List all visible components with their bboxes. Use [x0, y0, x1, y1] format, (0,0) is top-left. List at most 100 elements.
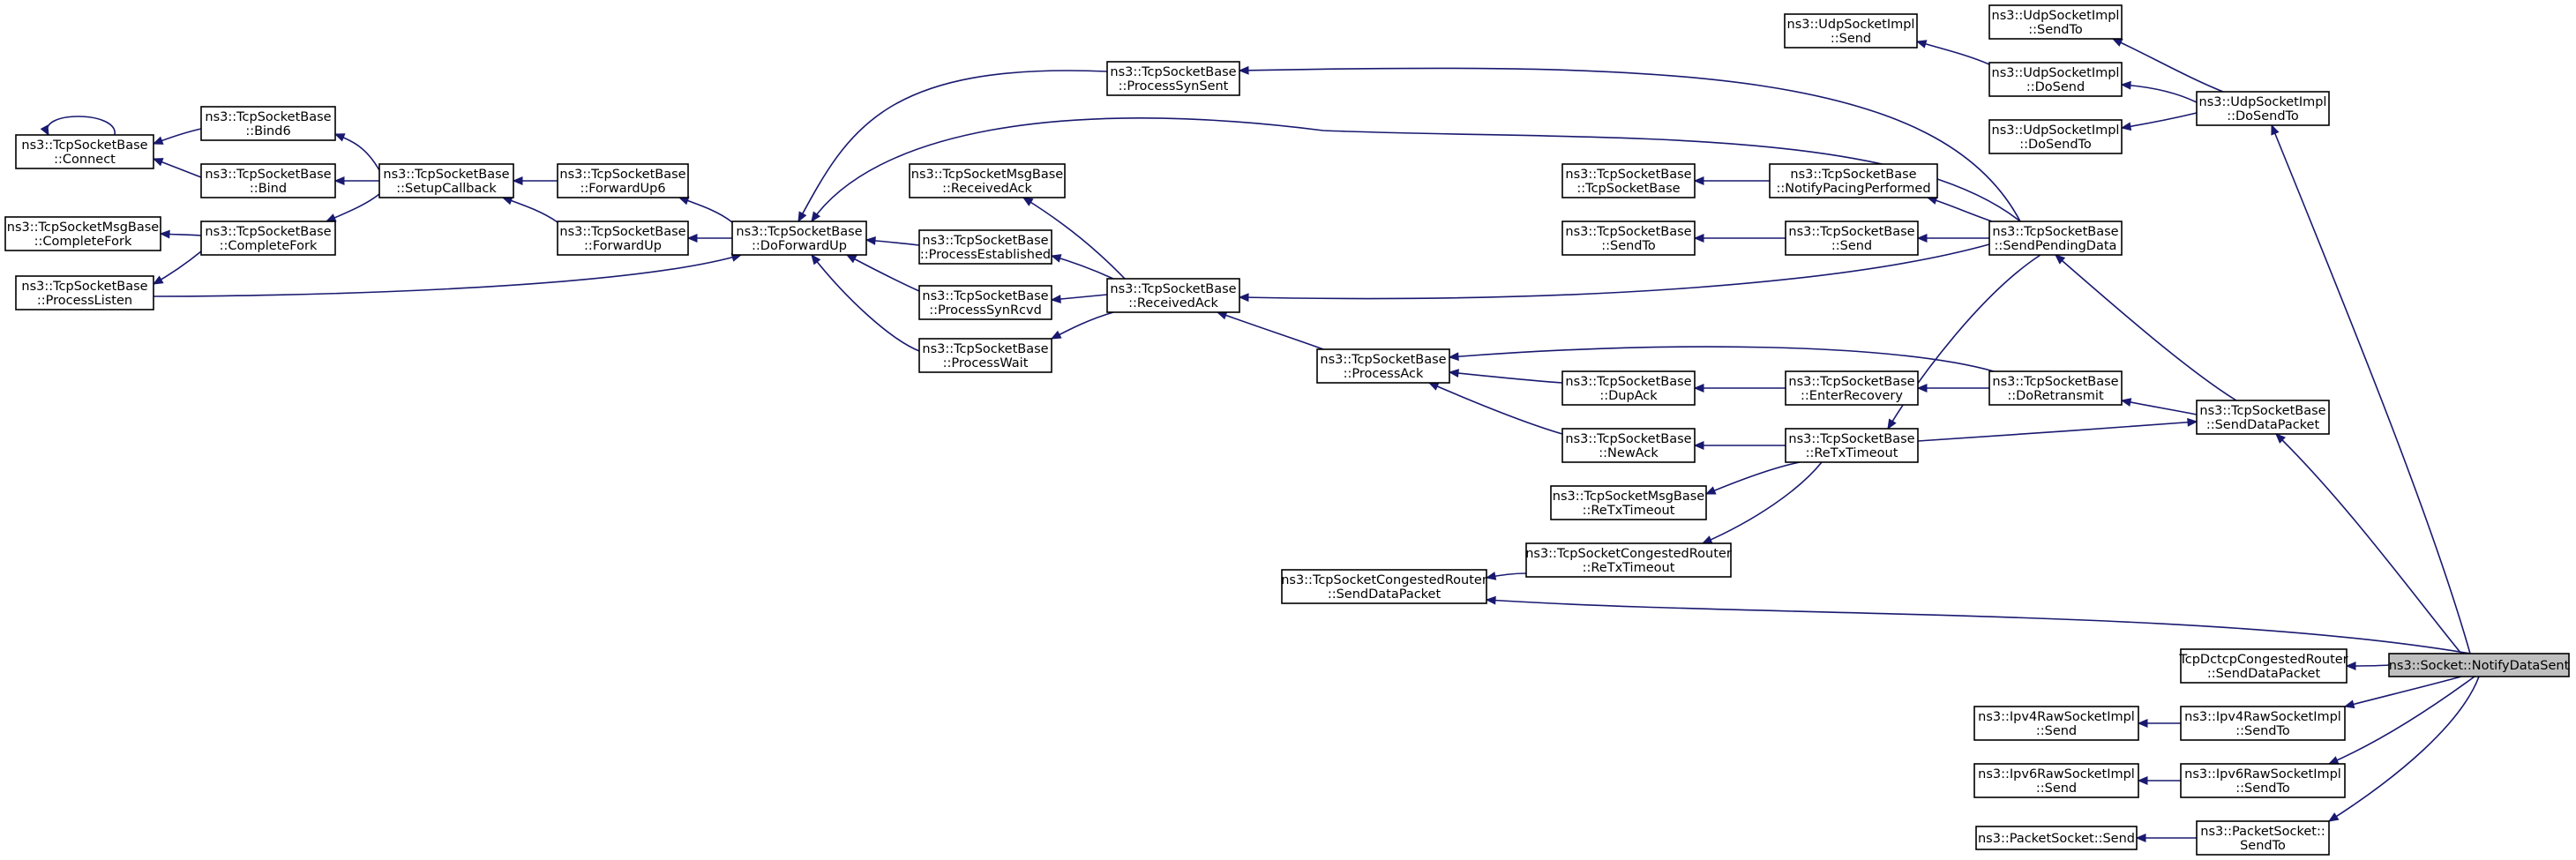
node-pending[interactable]: ns3::TcpSocketBase::SendPendingData — [1988, 221, 2123, 256]
node-box[interactable] — [2196, 400, 2330, 435]
node-box[interactable] — [557, 163, 689, 198]
node-ipv4sendto[interactable]: ns3::Ipv4RawSocketImpl::SendTo — [2180, 706, 2346, 741]
arrowhead — [2345, 662, 2356, 670]
node-box[interactable] — [1988, 62, 2123, 97]
node-tcpsend[interactable]: ns3::TcpSocketBase::Send — [1785, 221, 1919, 256]
node-udpdosendto[interactable]: ns3::UdpSocketImpl::DoSendTo — [2196, 91, 2330, 126]
node-dupack[interactable]: ns3::TcpSocketBase::DupAck — [1561, 370, 1696, 406]
node-rto[interactable]: ns3::TcpSocketBase::ReTxTimeout — [1785, 428, 1919, 463]
node-notify[interactable]: ns3::Socket::NotifyDataSent — [2388, 653, 2570, 677]
node-fwd6[interactable]: ns3::TcpSocketBase::ForwardUp6 — [557, 163, 689, 198]
node-label-line: ::ProcessSynSent — [1119, 79, 1229, 93]
edge-line — [2271, 124, 2471, 654]
node-dctcp[interactable]: TcpDctcpCongestedRouter::SendDataPacket — [2178, 648, 2348, 684]
node-box[interactable] — [2180, 763, 2346, 798]
node-box[interactable] — [2388, 653, 2570, 677]
node-box[interactable] — [4, 216, 161, 251]
node-box[interactable] — [1975, 826, 2138, 850]
node-msgrto[interactable]: ns3::TcpSocketMsgBase::ReTxTimeout — [1550, 485, 1707, 520]
node-recvack[interactable]: ns3::TcpSocketBase::ReceivedAck — [1106, 278, 1240, 313]
node-udpdosend[interactable]: ns3::UdpSocketImpl::DoSend — [1988, 62, 2123, 97]
node-box[interactable] — [1988, 4, 2123, 40]
arrowhead — [1448, 369, 1459, 378]
node-completefork[interactable]: ns3::TcpSocketBase::CompleteFork — [200, 221, 336, 256]
node-processack[interactable]: ns3::TcpSocketBase::ProcessAck — [1316, 348, 1450, 384]
node-ipv6sendto[interactable]: ns3::Ipv6RawSocketImpl::SendTo — [2180, 763, 2346, 798]
node-label-line: ns3::Ipv4RawSocketImpl — [1978, 710, 2135, 724]
node-newack[interactable]: ns3::TcpSocketBase::NewAck — [1561, 428, 1696, 463]
node-label-line: ::DoRetransmit — [2007, 389, 2104, 403]
node-wait[interactable]: ns3::TcpSocketBase::ProcessWait — [918, 338, 1052, 373]
node-bind6[interactable]: ns3::TcpSocketBase::Bind6 — [200, 106, 336, 141]
node-udpsend[interactable]: ns3::UdpSocketImpl::Send — [1784, 13, 1918, 49]
node-box[interactable] — [1988, 119, 2123, 154]
edge-line — [1486, 599, 2471, 654]
node-box[interactable] — [378, 163, 514, 198]
node-senddatapkt[interactable]: ns3::TcpSocketBase::SendDataPacket — [2196, 400, 2330, 435]
node-box[interactable] — [1561, 370, 1696, 406]
node-box[interactable] — [1785, 221, 1919, 256]
node-listen[interactable]: ns3::TcpSocketBase::ProcessListen — [15, 275, 154, 310]
node-box[interactable] — [1785, 370, 1919, 406]
node-box[interactable] — [909, 163, 1066, 198]
node-box[interactable] — [1988, 221, 2123, 256]
node-box[interactable] — [1106, 278, 1240, 313]
node-synrcvd[interactable]: ns3::TcpSocketBase::ProcessSynRcvd — [918, 285, 1052, 320]
node-box[interactable] — [200, 106, 336, 141]
node-box[interactable] — [918, 229, 1052, 265]
node-recovery[interactable]: ns3::TcpSocketBase::EnterRecovery — [1785, 370, 1919, 406]
node-box[interactable] — [2180, 706, 2346, 741]
node-box[interactable] — [200, 163, 336, 198]
node-established[interactable]: ns3::TcpSocketBase::ProcessEstablished — [918, 229, 1052, 265]
node-label-line: ns3::TcpSocketBase — [205, 168, 331, 182]
node-box[interactable] — [1973, 706, 2139, 741]
node-congrto[interactable]: ns3::TcpSocketCongestedRouter::ReTxTimeo… — [1525, 542, 1732, 578]
node-box[interactable] — [1784, 13, 1918, 49]
node-box[interactable] — [1561, 221, 1696, 256]
node-ipv6send[interactable]: ns3::Ipv6RawSocketImpl::Send — [1973, 763, 2139, 798]
node-box[interactable] — [15, 134, 154, 169]
node-box[interactable] — [2180, 648, 2348, 684]
node-dofwd[interactable]: ns3::TcpSocketBase::DoForwardUp — [731, 221, 867, 256]
node-synsent[interactable]: ns3::TcpSocketBase::ProcessSynSent — [1106, 61, 1240, 96]
node-box[interactable] — [1785, 428, 1919, 463]
node-box[interactable] — [1769, 163, 1938, 198]
node-ipv4send[interactable]: ns3::Ipv4RawSocketImpl::Send — [1973, 706, 2139, 741]
node-box[interactable] — [15, 275, 154, 310]
node-bind[interactable]: ns3::TcpSocketBase::Bind — [200, 163, 336, 198]
node-box[interactable] — [2196, 820, 2330, 856]
node-box[interactable] — [1281, 569, 1487, 604]
node-pktsendto[interactable]: ns3::PacketSocket::SendTo — [2196, 820, 2330, 856]
edge-retransmit-to-senddatapkt — [2120, 398, 2198, 415]
arrowhead — [1050, 330, 1062, 340]
node-label-line: ::ReTxTimeout — [1583, 504, 1675, 518]
node-box[interactable] — [1973, 763, 2139, 798]
node-label-line: ::DupAck — [1599, 389, 1658, 403]
node-box[interactable] — [2196, 91, 2330, 126]
node-msgack[interactable]: ns3::TcpSocketMsgBase::ReceivedAck — [909, 163, 1066, 198]
node-box[interactable] — [1561, 163, 1696, 198]
node-box[interactable] — [1550, 485, 1707, 520]
node-box[interactable] — [1561, 428, 1696, 463]
node-retransmit[interactable]: ns3::TcpSocketBase::DoRetransmit — [1988, 370, 2123, 406]
node-pacing[interactable]: ns3::TcpSocketBase::NotifyPacingPerforme… — [1769, 163, 1938, 198]
node-box[interactable] — [1106, 61, 1240, 96]
node-udpsendto1[interactable]: ns3::UdpSocketImpl::SendTo — [1988, 4, 2123, 40]
node-connect[interactable]: ns3::TcpSocketBase::Connect — [15, 134, 154, 169]
node-setupcb[interactable]: ns3::TcpSocketBase::SetupCallback — [378, 163, 514, 198]
node-udpdosendto2[interactable]: ns3::UdpSocketImpl::DoSendTo — [1988, 119, 2123, 154]
node-box[interactable] — [731, 221, 867, 256]
node-msgfork[interactable]: ns3::TcpSocketMsgBase::CompleteFork — [4, 216, 161, 251]
node-box[interactable] — [557, 221, 689, 256]
node-tcpsendto[interactable]: ns3::TcpSocketBase::SendTo — [1561, 221, 1696, 256]
node-box[interactable] — [918, 338, 1052, 373]
node-box[interactable] — [918, 285, 1052, 320]
node-box[interactable] — [1988, 370, 2123, 406]
node-box[interactable] — [200, 221, 336, 256]
node-fwd[interactable]: ns3::TcpSocketBase::ForwardUp — [557, 221, 689, 256]
node-box[interactable] — [1316, 348, 1450, 384]
node-congsend[interactable]: ns3::TcpSocketCongestedRouter::SendDataP… — [1281, 569, 1487, 604]
node-pktsend[interactable]: ns3::PacketSocket::Send — [1975, 826, 2138, 850]
node-box[interactable] — [1525, 542, 1732, 578]
node-tcpctor[interactable]: ns3::TcpSocketBase::TcpSocketBase — [1561, 163, 1696, 198]
